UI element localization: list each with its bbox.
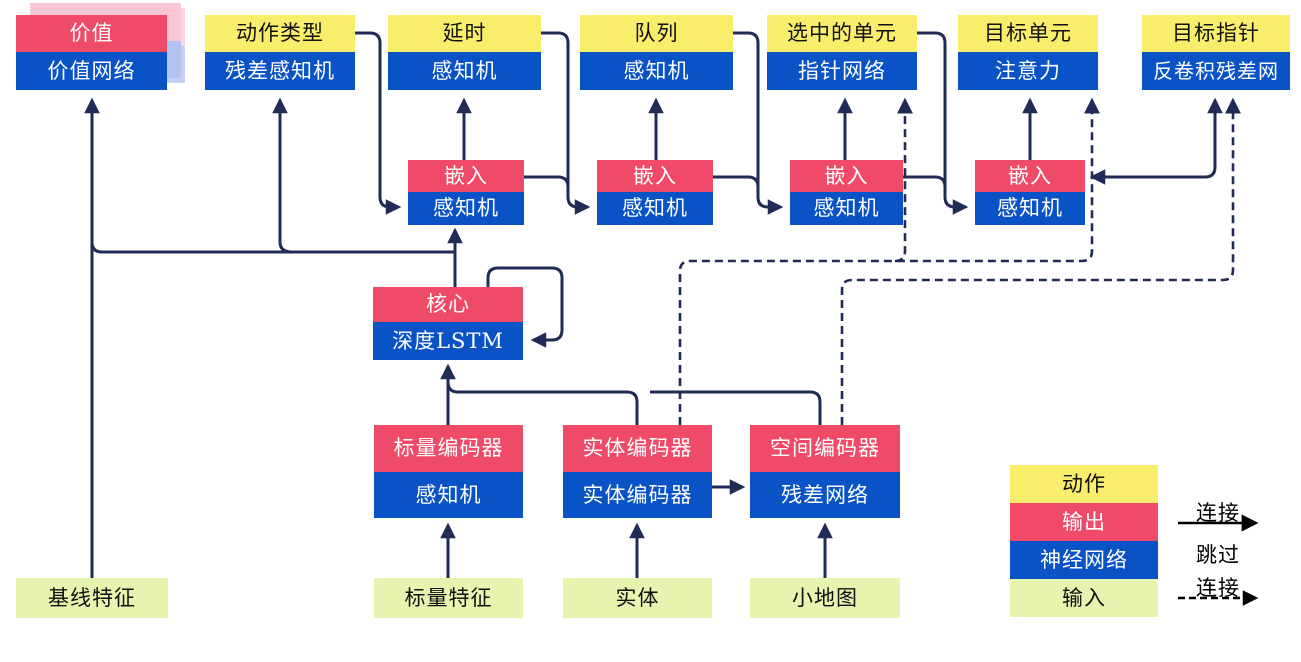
delay-label: 延时 xyxy=(388,15,541,52)
embed-4-network-label: 感知机 xyxy=(975,192,1085,225)
edge-queue-to-embed3 xyxy=(733,31,784,215)
node-selected-units: 选中的单元 指针网络 xyxy=(767,15,917,90)
skip-entity-encoder-to-target-unit xyxy=(678,97,1101,425)
node-embed-4: 嵌入 感知机 xyxy=(975,160,1085,225)
target-point-network-label: 反卷积残差网 xyxy=(1142,52,1290,90)
skip-entity-encoder-to-selected-units xyxy=(894,97,914,263)
skip-spatial-encoder-to-target-point xyxy=(840,97,1242,425)
input-scalar-features: 标量特征 xyxy=(374,578,523,618)
value-output-label: 价值 xyxy=(16,15,167,52)
embed-3-network-label: 感知机 xyxy=(790,192,903,225)
entities-label: 实体 xyxy=(563,578,712,618)
edge-embed1-out-join xyxy=(524,175,570,188)
node-action-type: 动作类型 残差感知机 xyxy=(205,15,355,90)
node-target-point: 目标指针 反卷积残差网 xyxy=(1142,15,1290,90)
edge-embed3-out-join xyxy=(903,175,947,188)
node-target-unit: 目标单元 注意力 xyxy=(958,15,1098,90)
edge-core-bus-left xyxy=(90,241,455,254)
node-embed-3: 嵌入 感知机 xyxy=(790,160,903,225)
scalar-features-label: 标量特征 xyxy=(374,578,523,618)
selected-units-network-label: 指针网络 xyxy=(767,52,917,90)
edge-core-recurrent-loop xyxy=(486,266,564,348)
embed-4-label: 嵌入 xyxy=(975,160,1085,192)
scalar-encoder-network-label: 感知机 xyxy=(374,472,523,518)
node-value: 价值 价值网络 xyxy=(16,15,167,90)
embed-2-network-label: 感知机 xyxy=(597,192,713,225)
spatial-encoder-network-label: 残差网络 xyxy=(750,472,900,518)
baseline-features-label: 基线特征 xyxy=(16,578,168,618)
node-embed-1: 嵌入 感知机 xyxy=(408,160,524,225)
legend-input-label: 输入 xyxy=(1010,579,1158,617)
input-minimap: 小地图 xyxy=(750,578,900,618)
delay-network-label: 感知机 xyxy=(388,52,541,90)
embed-1-label: 嵌入 xyxy=(408,160,524,192)
embed-1-network-label: 感知机 xyxy=(408,192,524,225)
edge-action-type-to-embed1 xyxy=(355,31,402,215)
target-unit-label: 目标单元 xyxy=(958,15,1098,52)
node-entity-encoder: 实体编码器 实体编码器 xyxy=(563,425,712,518)
queue-network-label: 感知机 xyxy=(580,52,733,90)
core-label: 核心 xyxy=(373,287,523,322)
edge-delay-to-embed2 xyxy=(541,31,591,215)
value-network-label: 价值网络 xyxy=(16,52,167,90)
node-embed-2: 嵌入 感知机 xyxy=(597,160,713,225)
target-point-label: 目标指针 xyxy=(1142,15,1290,52)
edge-embed2-out-join xyxy=(713,175,760,188)
target-unit-network-label: 注意力 xyxy=(958,52,1098,90)
edge-entity-encoder-to-core-bus xyxy=(446,381,639,425)
spatial-encoder-label: 空间编码器 xyxy=(750,425,900,472)
node-delay: 延时 感知机 xyxy=(388,15,541,90)
queue-label: 队列 xyxy=(580,15,733,52)
edge-core-to-action-type xyxy=(272,97,293,254)
action-type-label: 动作类型 xyxy=(205,15,355,52)
legend-solid-arrow-label: 连接 xyxy=(1196,501,1240,525)
edge-embed4-target-point xyxy=(1089,97,1223,185)
node-core: 核心 深度LSTM xyxy=(373,287,523,360)
legend-action-label: 动作 xyxy=(1010,465,1158,503)
scalar-encoder-label: 标量编码器 xyxy=(374,425,523,472)
node-scalar-encoder: 标量编码器 感知机 xyxy=(374,425,523,518)
action-type-network-label: 残差感知机 xyxy=(205,52,355,90)
selected-units-label: 选中的单元 xyxy=(767,15,917,52)
legend-color-key: 动作 输出 神经网络 输入 xyxy=(1010,465,1158,617)
edge-selected-units-to-embed4 xyxy=(917,31,969,215)
edge-spatial-encoder-to-core-bus xyxy=(650,390,822,425)
input-entities: 实体 xyxy=(563,578,712,618)
entity-encoder-label: 实体编码器 xyxy=(563,425,712,472)
legend-output-label: 输出 xyxy=(1010,503,1158,541)
embed-2-label: 嵌入 xyxy=(597,160,713,192)
node-queue: 队列 感知机 xyxy=(580,15,733,90)
embed-3-label: 嵌入 xyxy=(790,160,903,192)
legend-skip-label-line2: 连接 xyxy=(1196,576,1240,600)
entity-encoder-network-label: 实体编码器 xyxy=(563,472,712,518)
core-network-label: 深度LSTM xyxy=(373,322,523,360)
input-baseline-features: 基线特征 xyxy=(16,578,168,618)
node-spatial-encoder: 空间编码器 残差网络 xyxy=(750,425,900,518)
legend-skip-label-line1: 跳过 xyxy=(1196,543,1240,567)
minimap-label: 小地图 xyxy=(750,578,900,618)
legend-network-label: 神经网络 xyxy=(1010,541,1158,579)
